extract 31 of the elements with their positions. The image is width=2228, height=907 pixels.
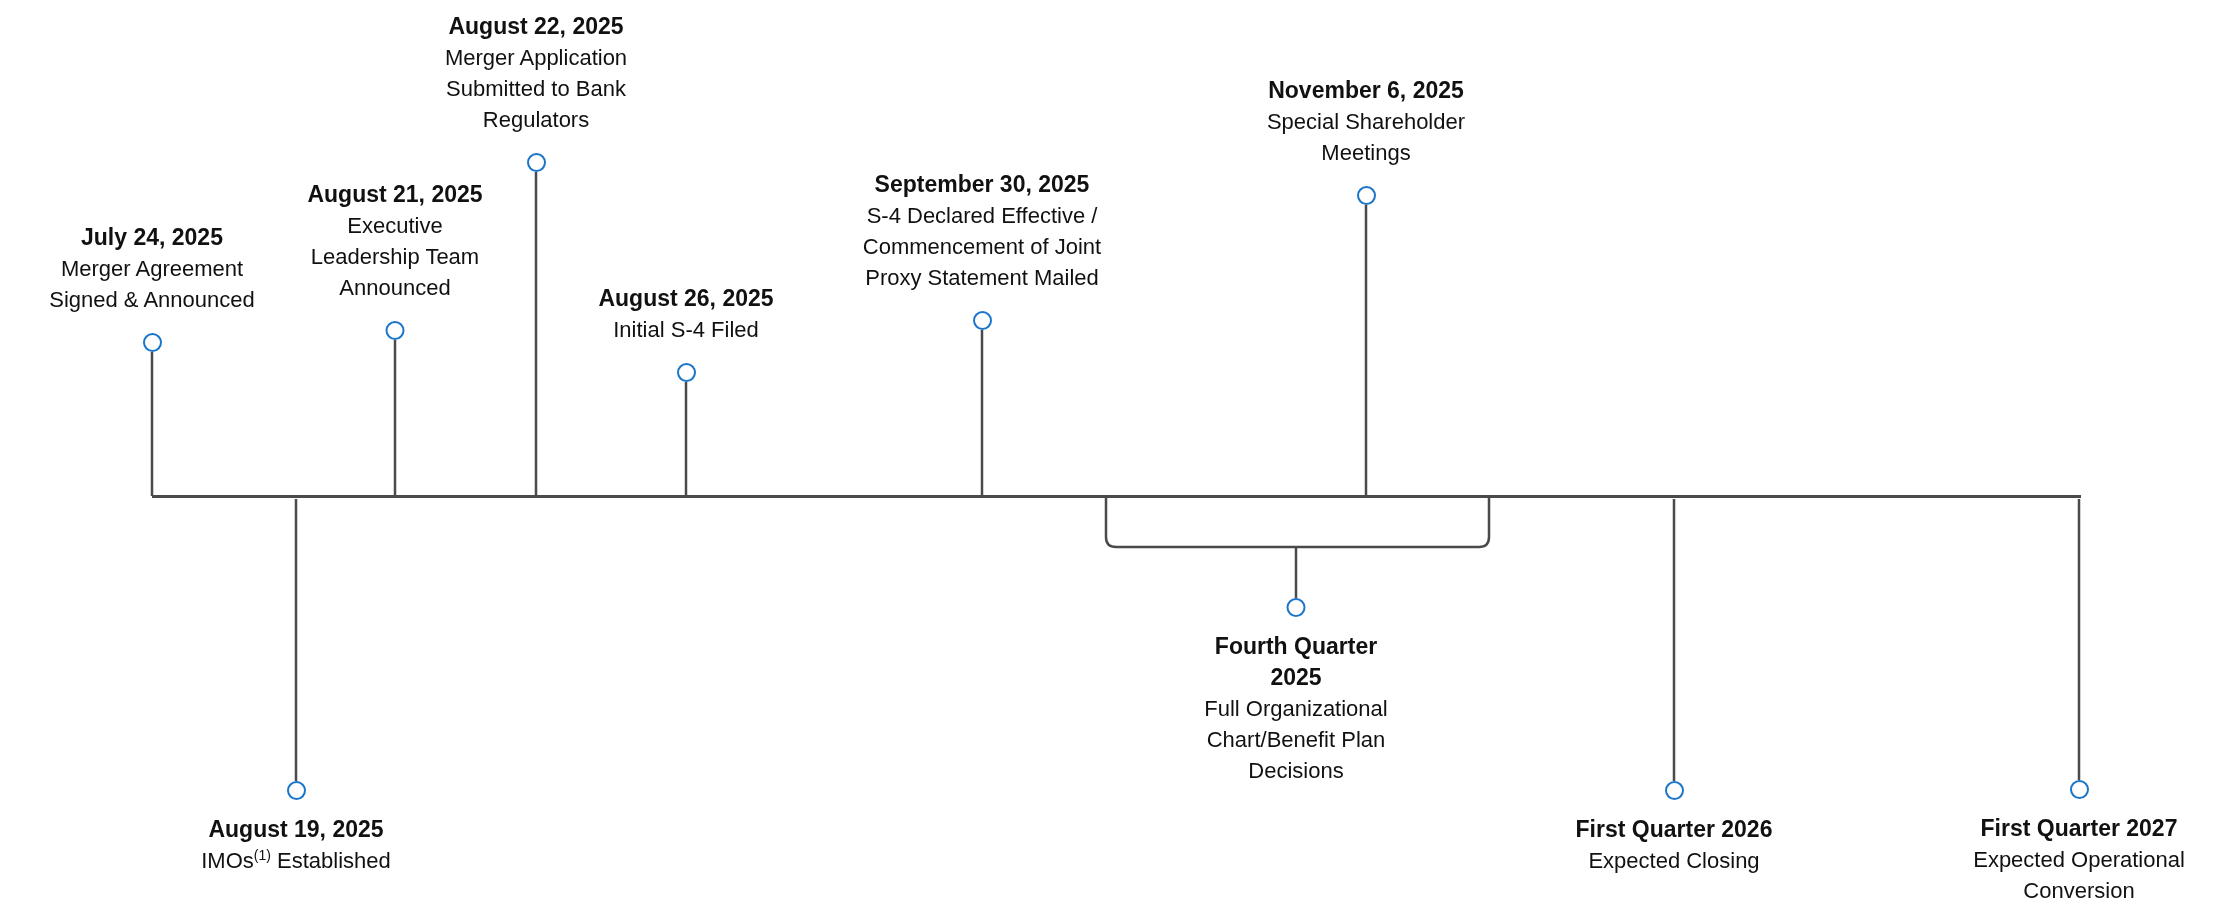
- milestone-description: Expected Closing: [1588, 847, 1760, 875]
- milestone-date: August 19, 2025: [208, 815, 384, 844]
- stem-line: [1294, 547, 1298, 598]
- stem-line: [393, 340, 397, 496]
- stem-line: [150, 352, 154, 496]
- milestone-date: Fourth Quarter 2025: [1213, 632, 1379, 692]
- milestone-description: Merger Agreement Signed & Announced: [48, 255, 256, 314]
- milestone-date: July 24, 2025: [81, 223, 223, 252]
- timeline-bar: [152, 495, 2081, 498]
- stem-line: [684, 382, 688, 496]
- milestone-date: August 21, 2025: [307, 180, 483, 209]
- stem-line: [534, 172, 538, 496]
- milestone-description: Full Organizational Chart/Benefit Plan Decisions: [1203, 695, 1389, 785]
- stem-line: [2077, 499, 2081, 780]
- milestone-description: Expected Operational Conversion: [1972, 846, 2186, 905]
- milestone-description: Executive Leadership Team Announced: [309, 212, 481, 302]
- milestone-date: September 30, 2025: [874, 170, 1090, 199]
- stem-line: [980, 330, 984, 496]
- stem-line: [294, 499, 298, 781]
- milestone-date: November 6, 2025: [1268, 76, 1464, 105]
- milestone-date: First Quarter 2027: [1980, 814, 2178, 843]
- milestone-date: First Quarter 2026: [1575, 815, 1773, 844]
- milestone-date: August 22, 2025: [448, 12, 624, 41]
- milestone-description: Merger Application Submitted to Bank Regulators: [443, 44, 629, 134]
- milestone-description: S-4 Declared Effective / Commencement of Joint Proxy Statement Mailed: [861, 202, 1103, 292]
- milestone-description: Special Shareholder Meetings: [1265, 108, 1467, 167]
- milestone-description: Initial S-4 Filed: [613, 316, 759, 344]
- milestone-date: August 26, 2025: [598, 284, 774, 313]
- stem-line: [1364, 205, 1368, 496]
- stem-line: [1672, 499, 1676, 781]
- milestone-description: IMOs$^{(1)}$ Established: [201, 845, 391, 875]
